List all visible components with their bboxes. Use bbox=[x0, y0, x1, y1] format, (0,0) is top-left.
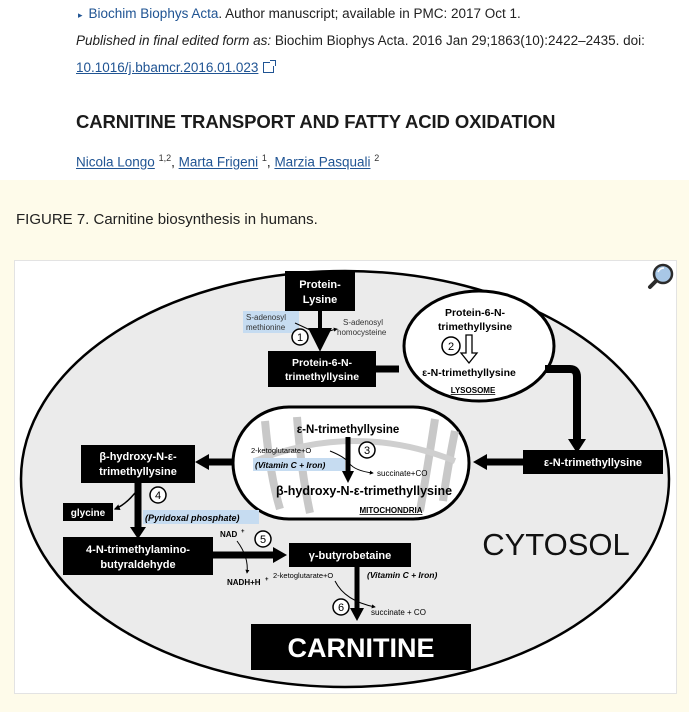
published-text: Biochim Biophys Acta. 2016 Jan 29;1863(1… bbox=[271, 33, 645, 48]
sam-label: S-adenosyl bbox=[246, 313, 286, 322]
step-4-number: 4 bbox=[155, 490, 161, 502]
succinate-co2-label: succinate+CO bbox=[377, 469, 427, 478]
figure-caption: FIGURE 7. Carnitine biosynthesis in huma… bbox=[16, 211, 318, 228]
lysosome-p6n-label: trimethyllysine bbox=[438, 321, 512, 333]
published-label: Published in final edited form as: bbox=[76, 33, 272, 48]
sah-label: homocysteine bbox=[337, 328, 387, 337]
cytosol-entml-label: ε-N-trimethyllysine bbox=[544, 457, 642, 469]
doi-link[interactable]: 10.1016/j.bbamcr.2016.01.023 bbox=[76, 60, 259, 75]
external-link-icon bbox=[263, 60, 277, 73]
mito-entml-label: ε-N-trimethyllysine bbox=[297, 424, 400, 436]
step-5-circle bbox=[254, 530, 272, 548]
bh-trimethyllysine-box bbox=[81, 445, 195, 483]
protein-6n-trimethyllysine-box bbox=[268, 351, 376, 387]
author-affil: 2 bbox=[374, 153, 380, 163]
nad-label: NAD bbox=[220, 530, 238, 539]
akg-o2-2-label: 2-ketoglutarate+O bbox=[273, 571, 333, 580]
step-1-circle bbox=[291, 328, 309, 346]
author-link[interactable]: Marta Frigeni bbox=[178, 154, 259, 170]
tmaba-label: 4-N-trimethylamino- bbox=[86, 544, 190, 556]
carnitine-label: CARNITINE bbox=[288, 633, 435, 663]
magnifying-glass-icon[interactable] bbox=[646, 261, 676, 291]
step-5-number: 5 bbox=[260, 534, 266, 546]
author-link[interactable]: Marzia Pasquali bbox=[274, 154, 371, 170]
tmaba-box bbox=[63, 537, 213, 575]
author-list: Nicola Longo 1,2, Marta Frigeni 1, Marzi… bbox=[76, 153, 380, 170]
svg-text:+: + bbox=[265, 577, 269, 583]
manuscript-note: . Author manuscript; available in PMC: 2… bbox=[218, 6, 521, 21]
mitochondria-label: MITOCHONDRIA bbox=[360, 506, 423, 515]
lysosome-label: LYSOSOME bbox=[451, 386, 496, 395]
author-affil: 1 bbox=[261, 153, 267, 163]
protein-lysine-label: Lysine bbox=[303, 294, 337, 306]
cytosol-entml-box bbox=[523, 450, 663, 474]
published-line: Published in final edited form as: Bioch… bbox=[76, 33, 645, 48]
protein-lysine-box bbox=[285, 271, 355, 311]
sam-label: methionine bbox=[246, 323, 286, 332]
cytosol-label: CYTOSOL bbox=[482, 527, 630, 562]
step-2-number: 2 bbox=[448, 341, 454, 353]
vitamin-c-label: (Vitamin C + Iron) bbox=[255, 460, 325, 470]
author-link[interactable]: Nicola Longo bbox=[76, 154, 155, 170]
nadh-label: NADH+H bbox=[227, 578, 261, 587]
bh-label: trimethyllysine bbox=[99, 466, 177, 478]
pyridoxal-phosphate-label: (Pyridoxal phosphate) bbox=[145, 513, 240, 523]
lysosome-entml-label: ε-N-trimethyllysine bbox=[422, 367, 516, 379]
vitamin-c-2-label: (Vitamin C + Iron) bbox=[367, 570, 437, 580]
figure-panel: FIGURE 7. Carnitine biosynthesis in huma… bbox=[0, 180, 689, 712]
step-3-circle bbox=[358, 441, 376, 459]
expand-triangle-icon[interactable]: ▸ bbox=[78, 10, 83, 20]
svg-text:+: + bbox=[241, 529, 245, 535]
lysosome bbox=[402, 289, 556, 403]
lysosome-p6n-label: Protein-6-N- bbox=[445, 307, 506, 319]
akg-o2-label: 2-ketoglutarate+O bbox=[251, 446, 311, 455]
gbb-box bbox=[289, 543, 411, 567]
protein-lysine-label: Protein- bbox=[299, 279, 341, 291]
sah-label: S-adenosyl bbox=[343, 318, 383, 327]
carnitine-box bbox=[251, 624, 471, 670]
sam-highlight bbox=[243, 311, 299, 333]
step-4-circle bbox=[149, 486, 167, 504]
article-title: CARNITINE TRANSPORT AND FATTY ACID OXIDA… bbox=[76, 111, 556, 132]
mito-bhtml-label: β-hydroxy-N-ε-trimethyllysine bbox=[276, 484, 452, 498]
step-6-circle bbox=[332, 598, 350, 616]
journal-link[interactable]: Biochim Biophys Acta bbox=[88, 6, 219, 21]
glycine-label: glycine bbox=[71, 508, 106, 519]
figure-image[interactable]: Protein- Lysine S-adenosyl methionine S-… bbox=[14, 260, 677, 694]
glycine-box bbox=[63, 503, 113, 521]
bh-label: β-hydroxy-N-ε- bbox=[99, 451, 177, 463]
journal-line: ▸ Biochim Biophys Acta. Author manuscript… bbox=[78, 6, 521, 21]
succinate-co2-2-label: succinate + CO bbox=[371, 608, 426, 617]
gbb-label: γ-butyrobetaine bbox=[309, 550, 392, 562]
author-affil: 1,2 bbox=[158, 153, 172, 163]
tmaba-label: butyraldehyde bbox=[100, 559, 175, 571]
p6n-label: Protein-6-N- bbox=[292, 357, 353, 369]
carnitine-biosynthesis-diagram: Protein- Lysine S-adenosyl methionine S-… bbox=[19, 269, 671, 689]
step-6-number: 6 bbox=[338, 602, 344, 614]
step-3-number: 3 bbox=[364, 445, 370, 457]
step-1-number: 1 bbox=[297, 332, 303, 344]
step-2-circle bbox=[441, 336, 461, 356]
p6n-label: trimethyllysine bbox=[285, 371, 359, 383]
article-header: ▸ Biochim Biophys Acta. Author manuscript… bbox=[0, 0, 689, 180]
doi-line: 10.1016/j.bbamcr.2016.01.023 bbox=[76, 60, 277, 75]
